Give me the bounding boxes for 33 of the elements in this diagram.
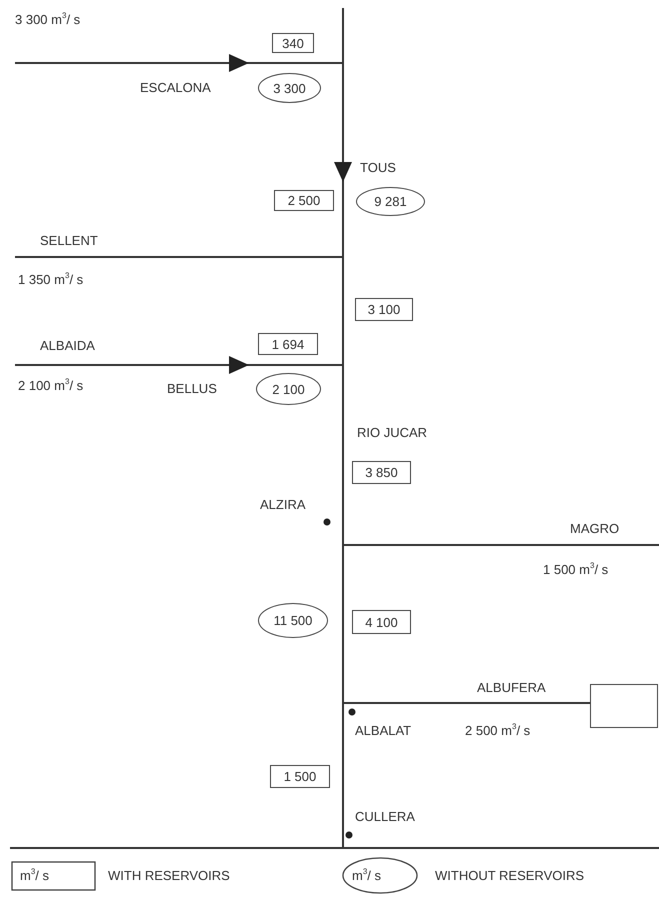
flow-ellipse: 9 281: [356, 187, 425, 216]
flow-ellipse: 11 500: [258, 603, 328, 638]
place-name: ALBAIDA: [40, 338, 95, 354]
lagoon-box: [590, 684, 658, 728]
flow-box: 3 100: [355, 298, 413, 321]
unit-label: m$^{3}$/ s: [352, 868, 382, 884]
place-name: BELLUS: [167, 381, 217, 397]
flow-rate: 2 100 m$^{3}$/ s: [18, 378, 84, 394]
channel-line: [343, 702, 590, 704]
flow-rate: 1 500 m$^{3}$/ s: [543, 562, 608, 578]
river-name: RIO JUCAR: [357, 425, 428, 441]
flow-box: 1 500: [270, 765, 330, 788]
flow-box: 3 850: [352, 461, 411, 484]
place-name: ALZIRA: [260, 497, 306, 513]
flow-ellipse: 3 300: [258, 73, 321, 103]
place-name: MAGRO: [570, 521, 620, 537]
flow-box: 340: [272, 33, 314, 53]
place-name: TOUS: [360, 160, 396, 176]
flow-box: 4 100: [352, 610, 411, 634]
flow-box: 1 694: [258, 333, 318, 355]
place-name: ALBUFERA: [477, 680, 546, 696]
place-name: ESCALONA: [140, 80, 211, 96]
place-name: SELLENT: [40, 233, 98, 249]
legend-text: WITH RESERVOIRS: [108, 868, 230, 884]
flow-rate: 1 350 m$^{3}$/ s: [18, 272, 84, 288]
place-name: CULLERA: [355, 809, 415, 825]
legend-text: WITHOUT RESERVOIRS: [435, 868, 584, 884]
flow-ellipse: 2 100: [256, 373, 321, 405]
flow-rate: 2 500 m$^{3}$/ s: [465, 723, 530, 739]
flow-box: 2 500: [274, 190, 334, 211]
place-name: ALBALAT: [355, 723, 412, 739]
flow-rate: 3 300 m$^{3}$/ s: [15, 12, 80, 28]
unit-label: m$^{3}$/ s: [20, 868, 50, 884]
